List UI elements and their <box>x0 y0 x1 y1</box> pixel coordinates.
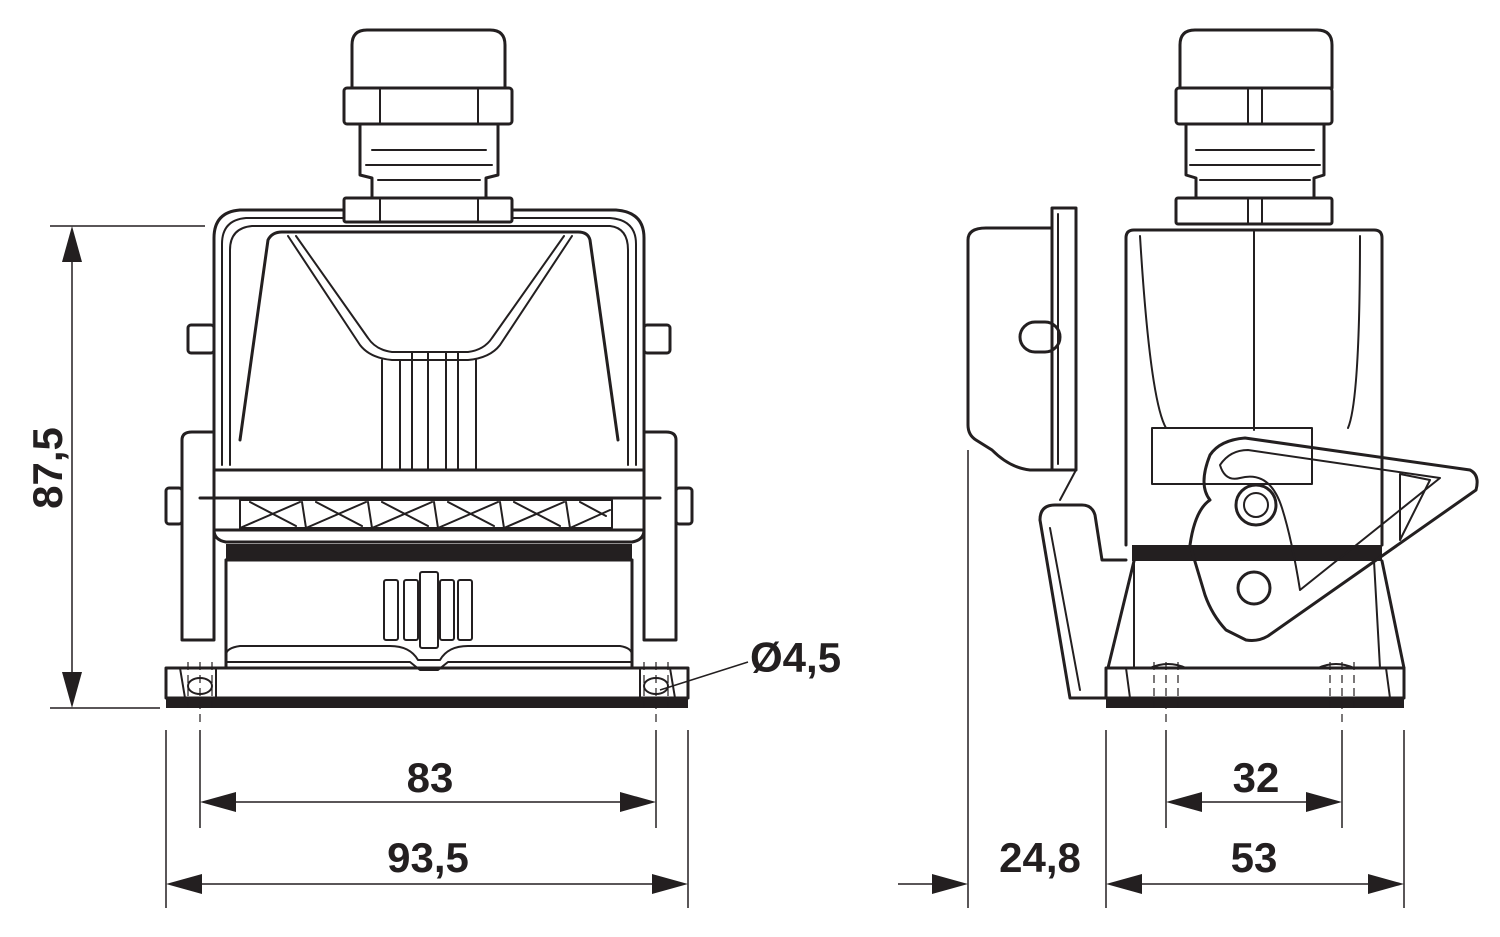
dim-hole-spacing-front-label: 83 <box>407 754 454 801</box>
side-lever <box>1188 436 1479 642</box>
side-cable-gland <box>1174 28 1334 226</box>
side-flange <box>1104 662 1406 725</box>
front-cable-gland <box>342 28 514 224</box>
dim-width-side-label: 53 <box>1231 834 1278 881</box>
dimension-lines <box>50 225 1405 908</box>
front-view <box>164 28 694 725</box>
front-base-housing <box>198 468 662 671</box>
dim-height-label: 87,5 <box>24 427 71 509</box>
side-coupling-flange <box>966 206 1078 501</box>
dim-hole-spacing-side-label: 32 <box>1233 754 1280 801</box>
dim-depth-offset-label: 24,8 <box>999 834 1081 881</box>
front-flange <box>164 662 690 725</box>
dim-hole-diameter-label: Ø4,5 <box>750 634 841 681</box>
front-locking-brackets <box>164 430 694 642</box>
dim-width-front-label: 93,5 <box>387 834 469 881</box>
side-hood <box>1124 228 1384 547</box>
side-view <box>966 28 1479 725</box>
front-hood <box>186 208 672 471</box>
